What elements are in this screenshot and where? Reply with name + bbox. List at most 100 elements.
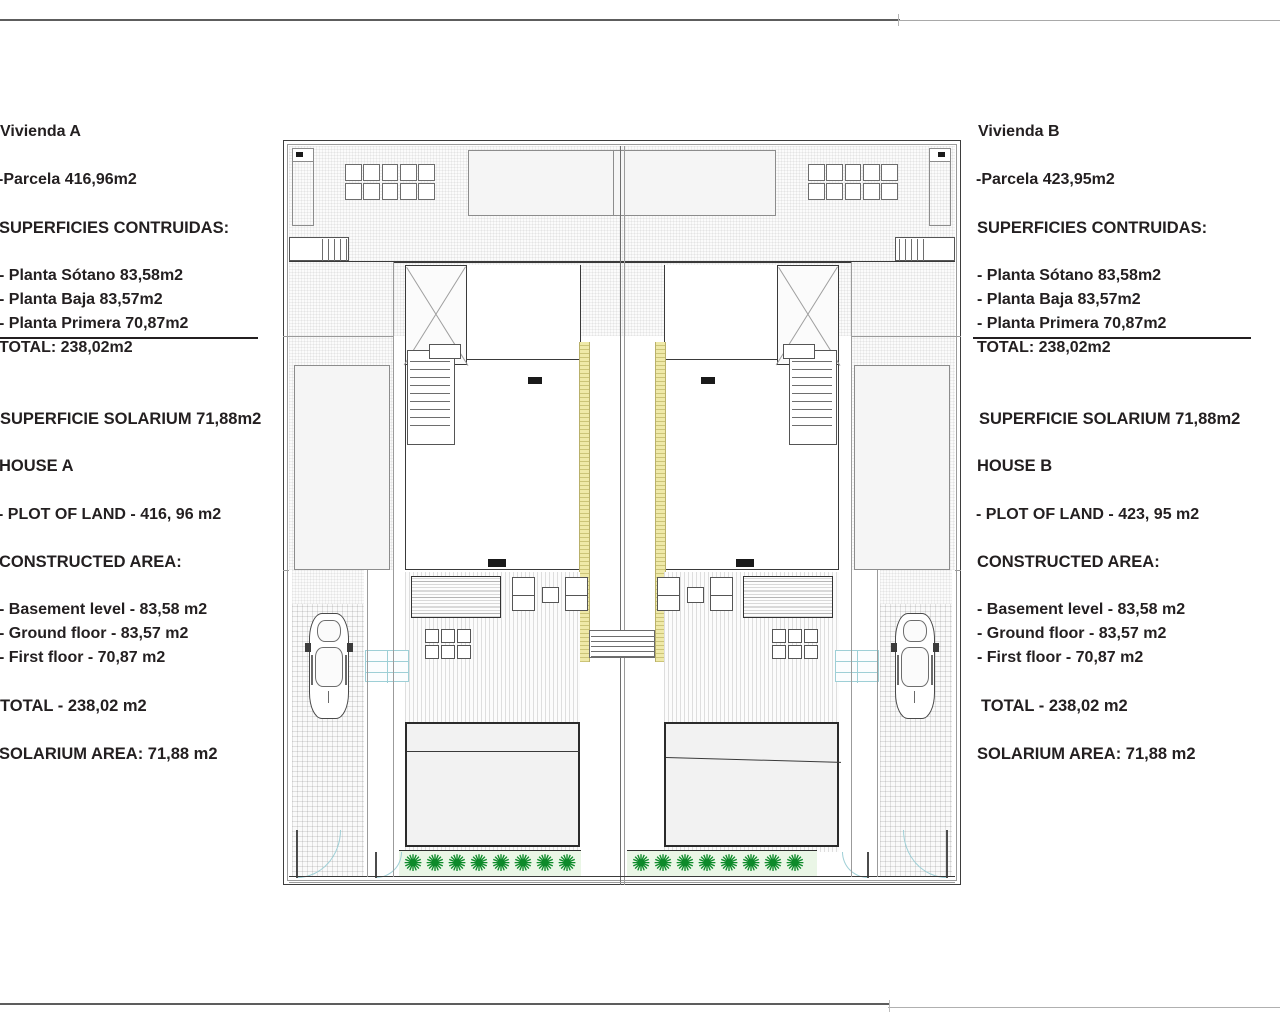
car-mirror [933,643,939,652]
car-center-line [914,691,915,703]
shrub-icon: ✺ [557,851,577,877]
solar-panel-cell [345,182,362,200]
solar-panel-cell [345,164,362,182]
shrub-strip-a: ✺ ✺ ✺ ✺ ✺ ✺ ✺ ✺ [399,850,581,877]
front-boundary-kerb [289,882,955,883]
side-door-leaf-b [867,852,869,878]
stair-tread [591,646,655,647]
page-bottom-border-tick [889,1000,890,1012]
solar-panel-cell [862,182,880,200]
shrub-icon: ✺ [491,851,511,877]
stair-tread [410,361,450,362]
right-solarium-en: SOLARIUM AREA: 71,88 m2 [977,745,1196,763]
car-door-line [897,655,899,685]
car-mirror [891,643,897,652]
car-mirror [347,643,353,652]
pool-step-line-a [407,751,580,753]
stair-tread [911,239,912,261]
stair-tread [792,369,832,370]
right-areas-underline [973,337,1251,339]
solar-panel-array-b [808,164,898,200]
window-mullion [566,595,587,596]
shrub-icon: ✺ [697,851,717,877]
interior-stair-b [789,350,837,445]
party-wall-b [655,342,666,662]
driveway-apron-b [880,570,952,604]
solar-panel-array-a [345,164,435,200]
window-a-1 [512,577,535,611]
chase-left [292,148,314,226]
car-mirror [305,643,311,652]
shrub-icon: ✺ [719,851,739,877]
canopy-line [387,651,388,683]
stair-tread [923,239,924,261]
shrub-icon: ✺ [653,851,673,877]
right-total: TOTAL: 238,02m2 [977,339,1111,356]
roof-skylight-b [736,559,754,567]
stair-tread [792,425,832,426]
car-cabin [901,647,929,687]
solar-panel-cell [363,182,381,200]
shrub-icon: ✺ [785,851,805,877]
stair-tread [334,239,335,261]
roof-notch-a [466,265,581,360]
wall-upper-a [289,261,624,263]
roof-notch-b [664,265,778,360]
page-top-border-tick [898,14,899,26]
outdoor-furniture-b [772,629,818,659]
right-constructed-heading: CONSTRUCTED AREA: [977,553,1160,571]
dimension-tick-left-2 [283,570,289,571]
furniture-seat [772,629,786,643]
solar-panel-cell [881,182,898,200]
wall-upper-b [623,261,955,263]
stair-landing-a [429,344,461,359]
driveway-edge-a [367,570,368,877]
shrub-icon: ✺ [631,851,651,877]
furniture-seat [425,645,439,659]
left-area-ground: - Planta Baja 83,57m2 [0,291,163,308]
stair-tread [792,361,832,362]
furniture-seat [441,629,455,643]
page-top-border-thick [0,19,900,21]
right-plot-en: - PLOT OF LAND - 423, 95 m2 [976,506,1200,523]
car-windshield [317,620,341,642]
window-mullion [711,595,732,596]
furniture-seat [788,629,802,643]
solar-panel-cell [418,164,435,182]
chase-right [929,148,951,226]
furniture-seat [457,629,471,643]
solar-panel-cell [418,182,435,200]
right-house-heading: HOUSE B [977,457,1053,475]
stair-tread [346,239,347,261]
page-top-border-thin [898,20,1280,21]
window-b-1 [657,577,680,611]
yard-edge-b [851,262,852,877]
left-heading: Vivienda A [0,123,81,140]
right-total-en: TOTAL - 238,02 m2 [981,697,1128,715]
stair-tread [410,409,450,410]
shrub-icon: ✺ [403,851,423,877]
party-wall-a [579,342,590,662]
interior-stair-a [407,350,455,445]
roof-slab-b [613,150,776,216]
stair-tread [410,425,450,426]
center-axis-line [620,146,622,885]
window-mullion [658,595,679,596]
car-b [888,613,942,719]
left-constructed-heading: CONSTRUCTED AREA: [0,553,182,571]
shrub-icon: ✺ [425,851,445,877]
gate-canopy-b [835,650,879,683]
left-constructed-basement: - Basement level - 83,58 m2 [0,601,208,618]
stair-tread [410,369,450,370]
furniture-seat [425,629,439,643]
pergola-a [411,576,501,618]
car-door-line [931,655,933,685]
shrub-icon: ✺ [763,851,783,877]
left-total-en: TOTAL - 238,02 m2 [0,697,147,715]
car-door-line [311,655,313,685]
roof-slab-a [468,150,631,216]
solar-panel-cell [844,182,862,200]
right-plot: -Parcela 423,95m2 [976,171,1115,188]
stair-tread [591,636,655,637]
shrub-icon: ✺ [447,851,467,877]
